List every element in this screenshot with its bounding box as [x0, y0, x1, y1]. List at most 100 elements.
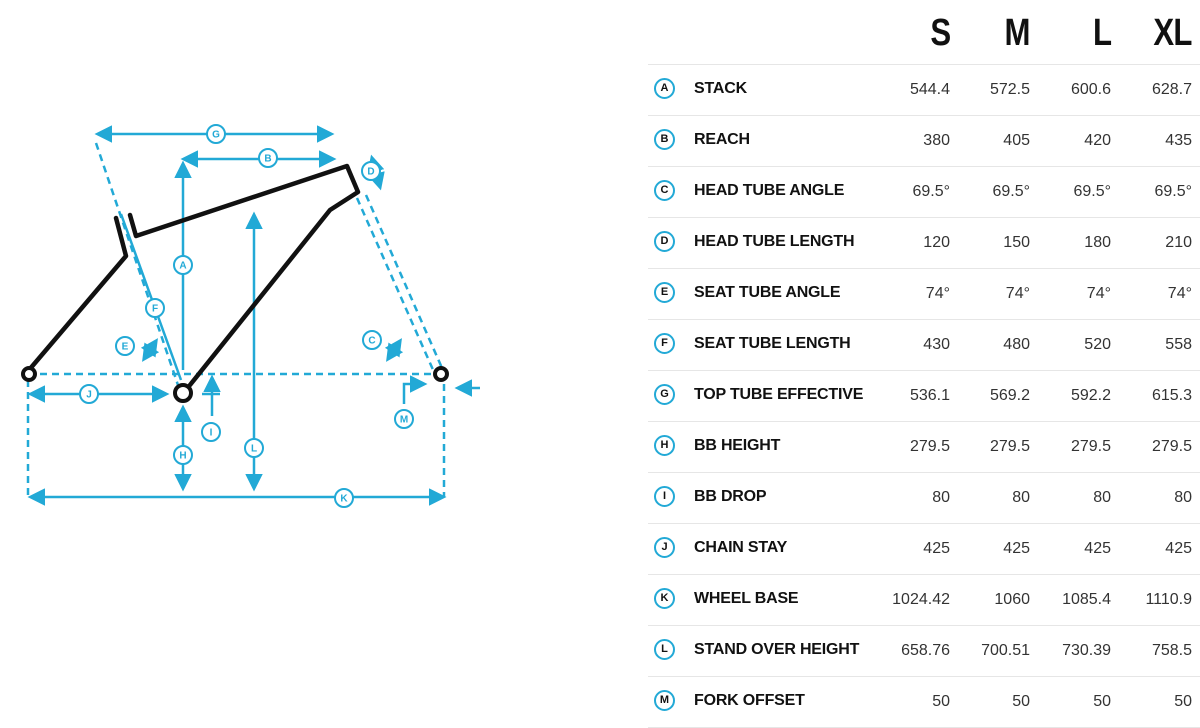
- diagram-label-k: K: [340, 494, 348, 505]
- diagram-label-badge: [334, 488, 354, 508]
- row-label-badge: F: [654, 333, 675, 354]
- row-value: 1110.9: [1145, 591, 1192, 608]
- row-value: 80: [1093, 489, 1111, 506]
- row-value: 425: [1003, 540, 1030, 557]
- row-measurement-name: BB HEIGHT: [694, 437, 781, 454]
- row-value: 536.1: [909, 387, 950, 404]
- row-value: 74°: [1086, 285, 1111, 302]
- diagram-label-m: M: [400, 415, 408, 426]
- diagram-label-badge: [145, 298, 165, 318]
- row-value: 74°: [1167, 285, 1192, 302]
- row-value: 480: [1003, 336, 1030, 353]
- size-header-row: S M L XL: [648, 12, 1200, 54]
- row-value: 700.51: [981, 642, 1030, 659]
- size-header-s: S: [930, 12, 951, 54]
- row-value: 425: [1084, 540, 1111, 557]
- row-value: 1060: [994, 591, 1030, 608]
- row-value: 180: [1084, 234, 1111, 251]
- row-measurement-name: SEAT TUBE LENGTH: [694, 335, 851, 352]
- row-measurement-name: CHAIN STAY: [694, 539, 788, 556]
- row-value: 600.6: [1070, 81, 1111, 98]
- row-value: 74°: [925, 285, 950, 302]
- diagram-label-badge: [258, 148, 278, 168]
- diagram-label-e: E: [122, 342, 129, 353]
- size-header-xl: XL: [1153, 12, 1193, 54]
- row-value: 210: [1165, 234, 1192, 251]
- bottom-bracket: [173, 383, 193, 403]
- row-value: 69.5°: [1073, 183, 1111, 200]
- dashed-reference-lines: [26, 142, 446, 497]
- table-row: D HEAD TUBE LENGTH 120 150 180 210: [648, 218, 1200, 269]
- diagram-label-badge: [173, 255, 193, 275]
- row-value: 628.7: [1151, 81, 1192, 98]
- row-label-badge: G: [654, 384, 675, 405]
- row-label-badge: J: [654, 537, 675, 558]
- row-value: 120: [923, 234, 950, 251]
- row-measurement-name: REACH: [694, 131, 750, 148]
- row-value: 279.5: [1070, 438, 1111, 455]
- diagram-label-j: J: [86, 390, 92, 401]
- diagram-label-badge: [362, 330, 382, 350]
- row-label-badge: D: [654, 231, 675, 252]
- row-value: 758.5: [1151, 642, 1192, 659]
- row-value: 1085.4: [1062, 591, 1111, 608]
- row-value: 279.5: [909, 438, 950, 455]
- row-value: 279.5: [1151, 438, 1192, 455]
- diagram-label-d: D: [367, 167, 374, 178]
- row-value: 572.5: [989, 81, 1030, 98]
- row-value: 80: [1012, 489, 1030, 506]
- diagram-label-l: L: [251, 444, 257, 455]
- row-measurement-name: WHEEL BASE: [694, 590, 799, 607]
- table-row: K WHEEL BASE 1024.42 1060 1085.4 1110.9: [648, 575, 1200, 626]
- row-label-badge: L: [654, 639, 675, 660]
- row-value: 658.76: [901, 642, 950, 659]
- table-row: I BB DROP 80 80 80 80: [648, 473, 1200, 524]
- row-label-badge: I: [654, 486, 675, 507]
- diagram-label-badge: [173, 445, 193, 465]
- diagram-label-badge: [115, 336, 135, 356]
- diagram-label-a: A: [179, 261, 186, 272]
- row-value: 69.5°: [992, 183, 1030, 200]
- row-value: 592.2: [1070, 387, 1111, 404]
- diagram-label-h: H: [179, 451, 186, 462]
- row-label-badge: A: [654, 78, 675, 99]
- row-value: 80: [932, 489, 950, 506]
- row-value: 435: [1165, 132, 1192, 149]
- row-label-badge: C: [654, 180, 675, 201]
- row-value: 69.5°: [1154, 183, 1192, 200]
- diagram-label-b: B: [264, 154, 271, 165]
- row-value: 80: [1174, 489, 1192, 506]
- row-measurement-name: HEAD TUBE ANGLE: [694, 182, 845, 199]
- diagram-label-g: G: [212, 130, 220, 141]
- row-value: 150: [1003, 234, 1030, 251]
- diagram-label-badge: [79, 384, 99, 404]
- row-measurement-name: HEAD TUBE LENGTH: [694, 233, 855, 250]
- row-value: 730.39: [1062, 642, 1111, 659]
- row-label-badge: H: [654, 435, 675, 456]
- diagram-label-badge: [244, 438, 264, 458]
- row-label-badge: K: [654, 588, 675, 609]
- row-measurement-name: STACK: [694, 80, 747, 97]
- row-label-badge: M: [654, 690, 675, 711]
- row-measurement-name: FORK OFFSET: [694, 692, 805, 709]
- row-value: 50: [1093, 693, 1111, 710]
- row-value: 420: [1084, 132, 1111, 149]
- bike-frame: [26, 163, 361, 388]
- row-label-badge: E: [654, 282, 675, 303]
- row-value: 1024.42: [892, 591, 950, 608]
- row-value: 74°: [1005, 285, 1030, 302]
- row-label-badge: B: [654, 129, 675, 150]
- row-value: 569.2: [989, 387, 1030, 404]
- row-value: 50: [932, 693, 950, 710]
- row-value: 430: [923, 336, 950, 353]
- row-value: 425: [923, 540, 950, 557]
- row-measurement-name: BB DROP: [694, 488, 767, 505]
